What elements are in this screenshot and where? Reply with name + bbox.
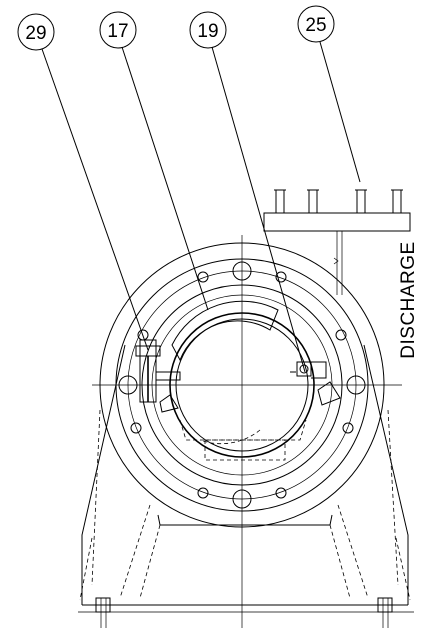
segment-part-17 bbox=[171, 300, 307, 461]
terminal-stud-3 bbox=[355, 189, 367, 213]
leader-lines bbox=[41, 41, 361, 373]
terminal-stud-1 bbox=[274, 189, 286, 213]
callout-19: 19 bbox=[189, 11, 227, 49]
callout-29-label: 29 bbox=[25, 23, 46, 44]
clamp-part-29 bbox=[135, 339, 181, 413]
callout-17: 17 bbox=[99, 11, 137, 49]
callout-17-label: 17 bbox=[107, 21, 128, 42]
callout-25-label: 25 bbox=[305, 15, 326, 36]
centerlines bbox=[92, 235, 402, 628]
terminal-stud-2 bbox=[307, 189, 319, 213]
clamp-part-19 bbox=[290, 361, 341, 406]
terminal-stud-4 bbox=[391, 189, 403, 213]
callout-25: 25 bbox=[297, 5, 335, 43]
pump-pedestal bbox=[78, 344, 414, 628]
discharge-manifold bbox=[263, 189, 411, 295]
callout-19-label: 19 bbox=[197, 21, 218, 42]
callout-29: 29 bbox=[17, 13, 55, 51]
discharge-label: DISCHARGE bbox=[398, 241, 419, 358]
